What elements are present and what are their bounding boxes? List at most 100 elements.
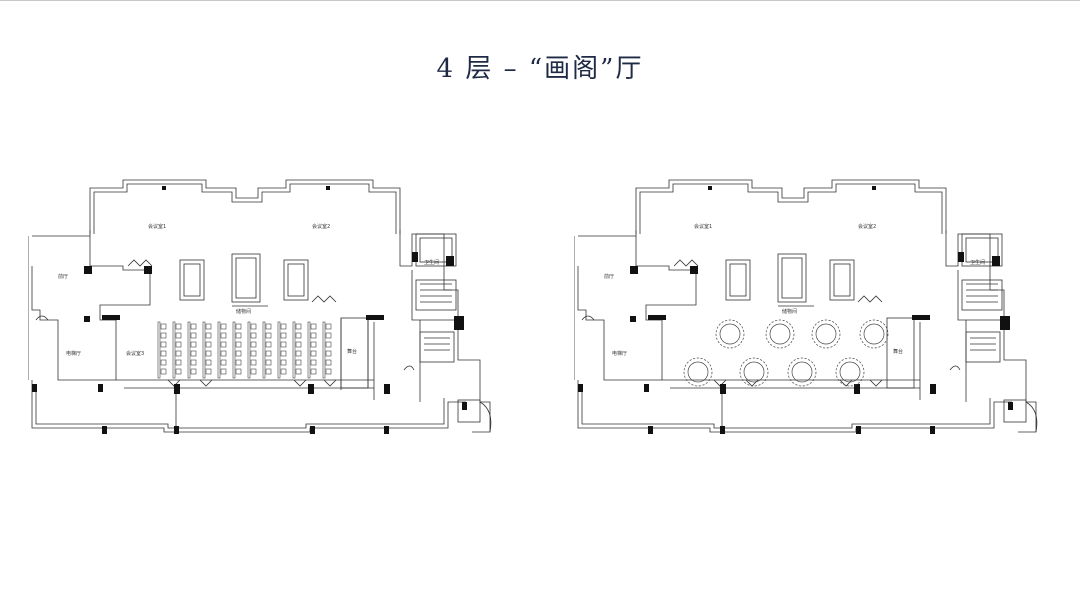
seat (280, 341, 287, 348)
seat (205, 368, 212, 375)
seat (310, 323, 317, 330)
seat (295, 332, 302, 339)
seat (250, 368, 257, 375)
seat (295, 368, 302, 375)
storage-label: 储物间 (782, 308, 797, 315)
seat (205, 341, 212, 348)
seat-row-bar (307, 321, 311, 379)
seat-row-bar (262, 321, 266, 379)
round-table (863, 323, 885, 345)
seat (310, 341, 317, 348)
seat (325, 359, 332, 366)
restroom-label: 卫生间 (970, 259, 985, 266)
seat (235, 359, 242, 366)
round-table-chairs (811, 319, 841, 349)
lobby-label: 前厅 (58, 273, 68, 280)
seat (280, 359, 287, 366)
restroom-label: 卫生间 (424, 259, 439, 266)
seat (220, 359, 227, 366)
seat (265, 341, 272, 348)
seat (250, 341, 257, 348)
top-divider (0, 0, 1080, 1)
seat (160, 332, 167, 339)
seat (295, 350, 302, 357)
stage-label: 舞台 (347, 348, 357, 355)
seat (190, 350, 197, 357)
seat (220, 323, 227, 330)
seat-row-bar (247, 321, 251, 379)
seat (265, 359, 272, 366)
seat (175, 350, 182, 357)
seat (235, 323, 242, 330)
seat (175, 323, 182, 330)
round-table-chairs (715, 319, 745, 349)
seat (205, 323, 212, 330)
round-table (839, 361, 861, 383)
seat (265, 332, 272, 339)
seat (175, 341, 182, 348)
lobby-label: 前厅 (604, 273, 614, 280)
seat (250, 332, 257, 339)
seat (310, 359, 317, 366)
seat (160, 368, 167, 375)
seat (280, 350, 287, 357)
round-table-chairs (835, 357, 865, 387)
round-table (687, 361, 709, 383)
round-table-chairs (787, 357, 817, 387)
floor-plan-banquet: 会议室1 会议室2 前厅 电梯厅 储物间 卫生间 舞台 (574, 170, 1054, 440)
seat (310, 332, 317, 339)
seat (160, 341, 167, 348)
seat (325, 323, 332, 330)
meeting-room-2-label: 会议室2 (858, 223, 876, 230)
seat (205, 350, 212, 357)
seat (160, 350, 167, 357)
seat (280, 332, 287, 339)
round-table-chairs (683, 357, 713, 387)
seat (220, 350, 227, 357)
seat (235, 332, 242, 339)
seat (250, 323, 257, 330)
seat (295, 359, 302, 366)
seat (235, 350, 242, 357)
seat (205, 332, 212, 339)
seat-row-bar (217, 321, 221, 379)
seat (175, 332, 182, 339)
elevator-hall-label: 电梯厅 (66, 350, 81, 357)
seat (310, 350, 317, 357)
seat (265, 368, 272, 375)
meeting-room-2-label: 会议室2 (312, 223, 330, 230)
seat (160, 359, 167, 366)
meeting-room-3-label: 会议室3 (126, 350, 144, 357)
meeting-room-1-label: 会议室1 (694, 223, 712, 230)
elevator-hall-label: 电梯厅 (612, 350, 627, 357)
seat (175, 359, 182, 366)
seat (220, 368, 227, 375)
round-table-chairs (739, 357, 769, 387)
seat (325, 332, 332, 339)
seat (235, 368, 242, 375)
seat-row-bar (172, 321, 176, 379)
seat (250, 350, 257, 357)
seat (190, 368, 197, 375)
storage-label: 储物间 (236, 308, 251, 315)
seat (220, 332, 227, 339)
seat (265, 323, 272, 330)
seat-row-bar (277, 321, 281, 379)
seat (295, 341, 302, 348)
seat (190, 332, 197, 339)
seat (205, 359, 212, 366)
meeting-room-1-label: 会议室1 (148, 223, 166, 230)
seat-row-bar (202, 321, 206, 379)
seat (325, 350, 332, 357)
seat-row-bar (157, 321, 161, 379)
seat (160, 323, 167, 330)
round-table (719, 323, 741, 345)
seat (325, 368, 332, 375)
floor-plan-banquet-drawing: 会议室1 会议室2 前厅 电梯厅 储物间 卫生间 舞台 (574, 179, 1038, 434)
round-table (791, 361, 813, 383)
seat (325, 341, 332, 348)
seat (190, 341, 197, 348)
seat (175, 368, 182, 375)
round-table-chairs (859, 319, 889, 349)
seat-row-bar (232, 321, 236, 379)
